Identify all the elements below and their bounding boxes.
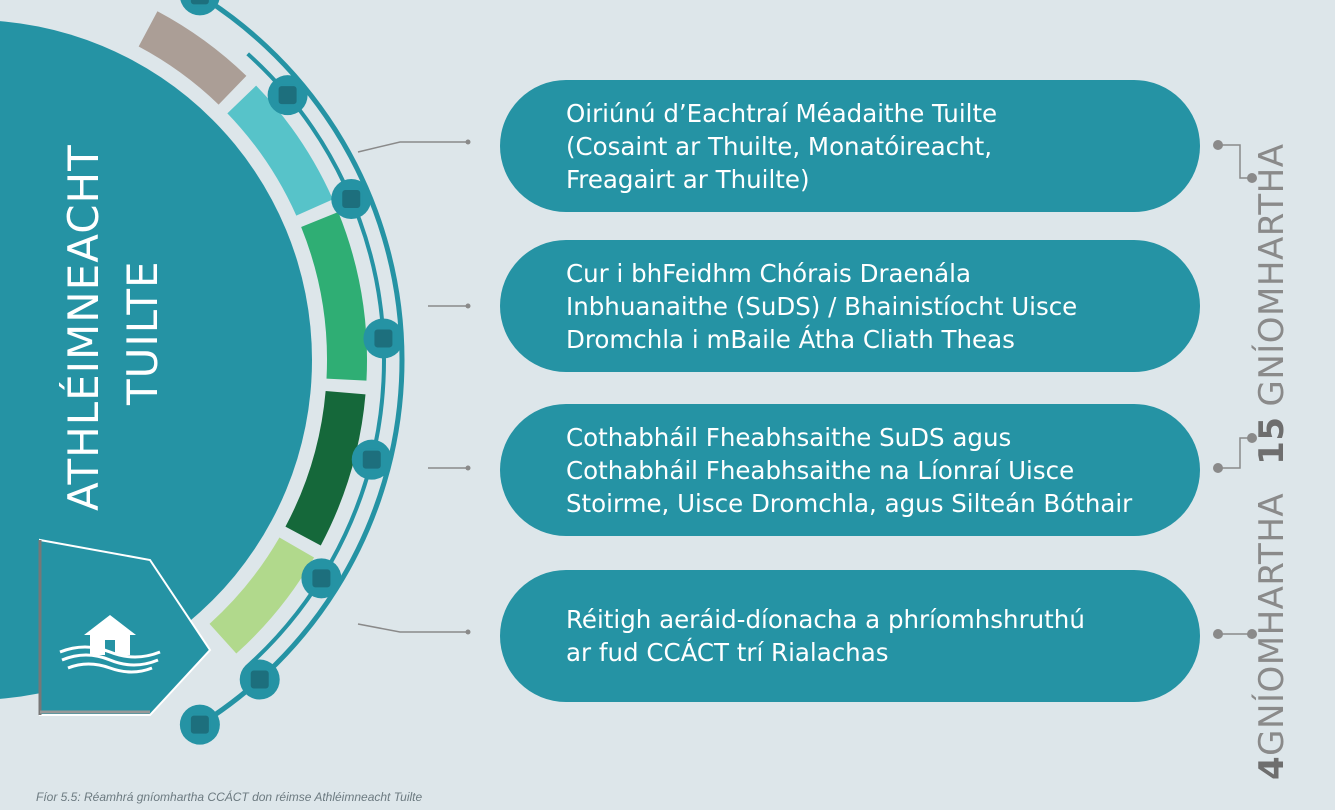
action-text-3: Cothabháil Fheabhsaithe SuDS agus Cothab… — [566, 422, 1133, 518]
action-text-2: Cur i bhFeidhm Chórais Draenála Inbhuana… — [566, 258, 1078, 354]
connector-dot-2 — [465, 303, 471, 309]
bracket-dot-4 — [1247, 433, 1257, 443]
totals-vertical-label: 4 GNÍOMHARTHA 15 GNÍOMHARTHA — [1222, 100, 1322, 780]
hub-title-line2: TUILTE — [118, 260, 167, 406]
arc-segment-1 — [138, 11, 247, 105]
hub-circle — [0, 21, 312, 699]
bracket-dot-6 — [1247, 629, 1257, 639]
action-text-1: Oiriúnú d’Eachtraí Méadaithe Tuilte (Cos… — [566, 98, 998, 194]
right-brackets — [1213, 140, 1257, 639]
ring-nodes — [179, 0, 404, 745]
house-flood-icon — [59, 615, 161, 674]
figure-caption: Fíor 5.5: Réamhrá gníomhartha CCÁCT don … — [36, 790, 423, 804]
action-card-2: Cur i bhFeidhm Chórais Draenála Inbhuana… — [500, 240, 1200, 372]
ring-node-inner-2 — [276, 84, 299, 107]
connector-dot-1 — [465, 139, 471, 145]
connectors — [357, 139, 471, 635]
arc-segment-4 — [285, 390, 366, 546]
bracket-dot-2 — [1247, 173, 1257, 183]
connector-dot-4 — [465, 629, 471, 635]
connector-dot-3 — [465, 465, 471, 471]
hub-title-line1: ATHLÉIMNEACHT — [58, 144, 108, 511]
bracket-2 — [1218, 437, 1252, 469]
actions-label: GNÍOMHARTHA — [1252, 492, 1292, 756]
outer-ring — [185, 0, 405, 735]
ring-node-inner-4 — [372, 327, 395, 350]
action-card-3: Cothabháil Fheabhsaithe SuDS agus Cothab… — [500, 404, 1200, 536]
arc-segment-5 — [209, 537, 315, 654]
actions-count: 4 — [1252, 755, 1292, 780]
arc-segment-3 — [301, 212, 367, 381]
ring-node-inner-5 — [360, 448, 383, 471]
ring-node-inner-1 — [188, 0, 211, 7]
ring-node-inner-8 — [188, 713, 211, 736]
arc-segment-2 — [227, 85, 333, 216]
ring-node-inner-7 — [248, 668, 271, 691]
action-text-4: Réitigh aeráid-díonacha a phríomhshruthú… — [566, 605, 1085, 667]
sub-actions-count: 15 — [1252, 416, 1292, 465]
arc-segments — [138, 11, 367, 654]
action-card-4: Réitigh aeráid-díonacha a phríomhshruthú… — [500, 570, 1200, 702]
sub-actions-label: GNÍOMHARTHA — [1252, 143, 1292, 407]
connector-4 — [357, 623, 468, 633]
bracket-1 — [1218, 144, 1252, 179]
connector-1 — [357, 141, 468, 153]
ring-node-inner-3 — [340, 188, 363, 211]
action-card-1: Oiriúnú d’Eachtraí Méadaithe Tuilte (Cos… — [500, 80, 1200, 212]
ring-node-inner-6 — [310, 567, 333, 590]
